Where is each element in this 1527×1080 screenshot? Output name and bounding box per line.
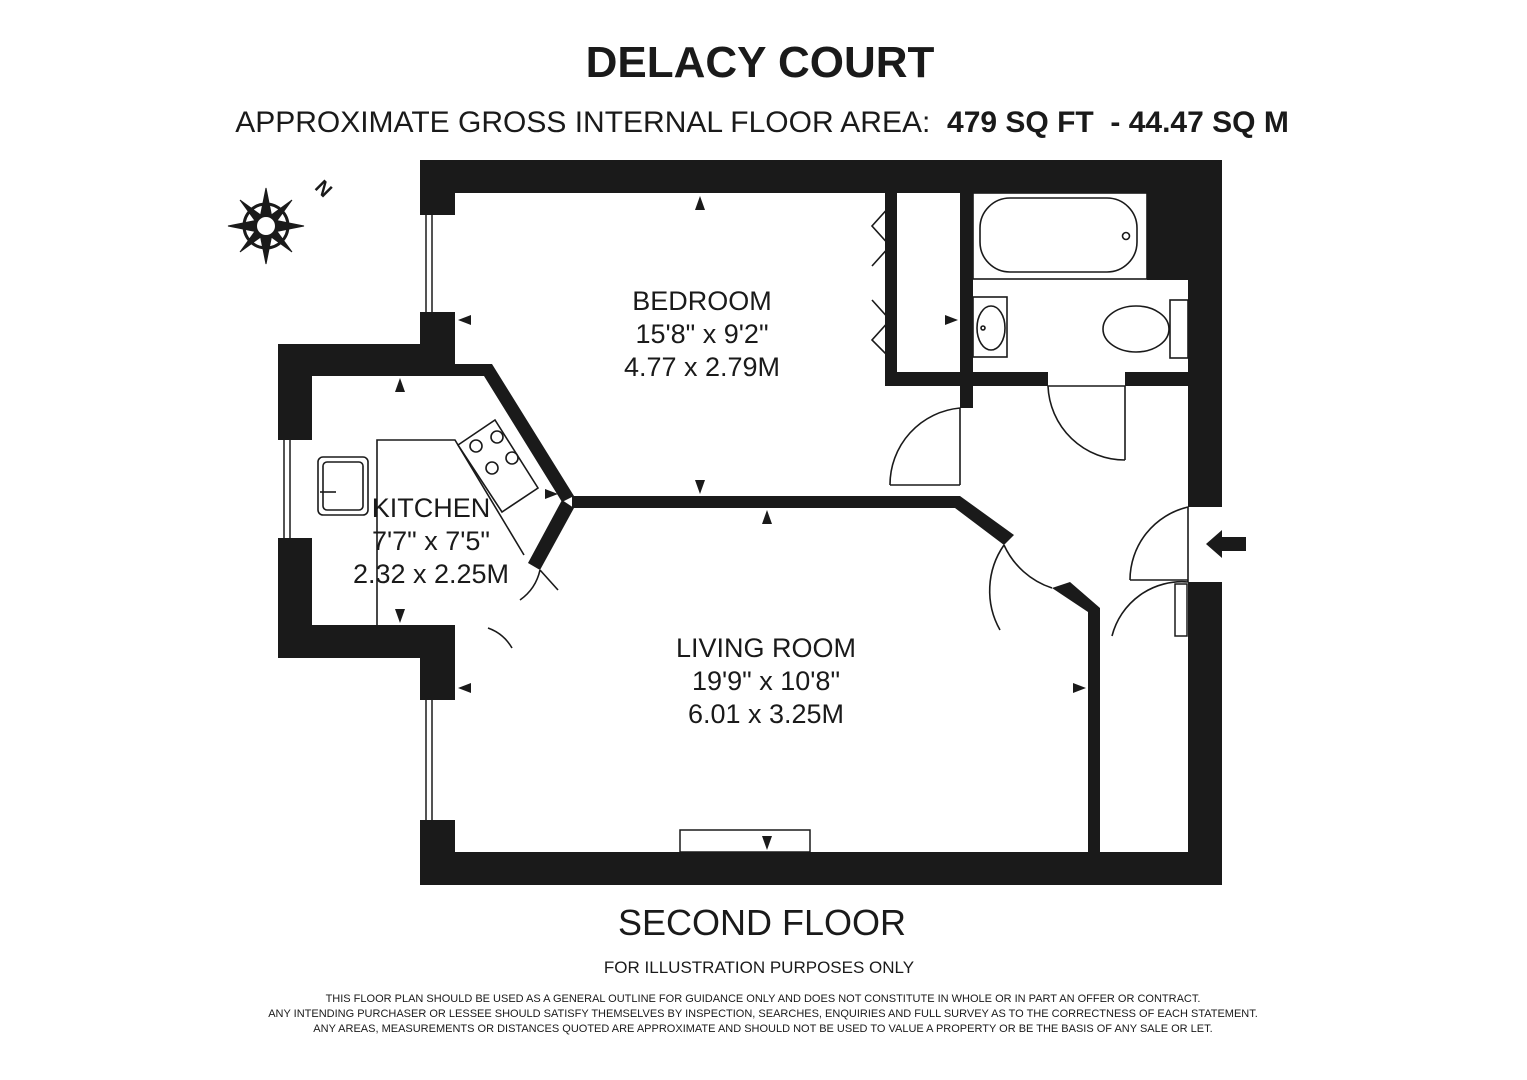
wall-bath-bottom-left — [888, 372, 1048, 386]
wall-right-lower — [1188, 582, 1222, 885]
kitchen-imperial: 7'7" x 7'5" — [371, 525, 491, 556]
disclaimer-line: ANY INTENDING PURCHASER OR LESSEE SHOULD… — [268, 1007, 1258, 1020]
compass-north-label: N — [310, 176, 336, 202]
wall-left-bottom — [420, 820, 455, 885]
compass-icon — [227, 187, 305, 265]
living-imperial: 19'9" x 10'8" — [691, 665, 841, 696]
wall-kitchen-left-upper — [278, 344, 312, 440]
wall-hall-right — [1088, 640, 1100, 852]
wall-kitchen-diagonal-lower — [528, 500, 574, 570]
bedroom-metric: 4.77 x 2.79M — [623, 351, 781, 382]
toilet-cistern — [1169, 299, 1189, 359]
disclaimer-line: ANY AREAS, MEASUREMENTS OR DISTANCES QUO… — [313, 1022, 1213, 1035]
wall-bath-corner — [1147, 193, 1188, 280]
wall-bath-bottom-right — [1125, 372, 1188, 386]
wall-hall-angled — [1052, 582, 1100, 640]
wall-bath-left — [960, 193, 973, 408]
floor-area: APPROXIMATE GROSS INTERNAL FLOOR AREA: 4… — [235, 106, 1289, 140]
floor-area-sqft: 479 SQ FT — [947, 106, 1094, 139]
living-name: LIVING ROOM — [675, 633, 857, 663]
living-metric: 6.01 x 3.25M — [687, 698, 845, 729]
toilet — [1102, 305, 1170, 353]
wall-left-top — [420, 160, 455, 215]
room-label-living: LIVING ROOM 19'9" x 10'8" 6.01 x 3.25M — [676, 632, 856, 731]
wall-partition — [572, 496, 1014, 545]
room-label-kitchen: KITCHEN 7'7" x 7'5" 2.32 x 2.25M — [353, 492, 509, 591]
wall-top — [420, 160, 1222, 193]
plan-title: DELACY COURT — [585, 38, 935, 87]
room-label-bedroom: BEDROOM 15'8" x 9'2" 4.77 x 2.79M — [624, 285, 780, 384]
wall-wardrobe-post — [885, 193, 897, 386]
wall-kitchen-left-lower — [278, 538, 312, 658]
entrance-arrow — [1206, 530, 1246, 558]
disclaimer-line: THIS FLOOR PLAN SHOULD BE USED AS A GENE… — [325, 993, 1201, 1005]
floor-area-sqm: - 44.47 SQ M — [1110, 106, 1289, 139]
floor-area-label: APPROXIMATE GROSS INTERNAL FLOOR AREA: — [235, 106, 931, 139]
bedroom-name: BEDROOM — [632, 286, 772, 316]
kitchen-name: KITCHEN — [371, 493, 491, 523]
wall-kitchen-diagonal-upper — [455, 364, 574, 502]
bedroom-imperial: 15'8" x 9'2" — [635, 318, 769, 349]
illustration-note: FOR ILLUSTRATION PURPOSES ONLY — [603, 958, 915, 977]
wall-right-upper — [1188, 160, 1222, 507]
wall-bottom — [420, 852, 1222, 885]
floor-label: SECOND FLOOR — [617, 902, 907, 943]
kitchen-metric: 2.32 x 2.25M — [352, 558, 510, 589]
kitchen-counter — [376, 439, 525, 625]
disclaimer: THIS FLOOR PLAN SHOULD BE USED AS A GENE… — [268, 992, 1258, 1037]
